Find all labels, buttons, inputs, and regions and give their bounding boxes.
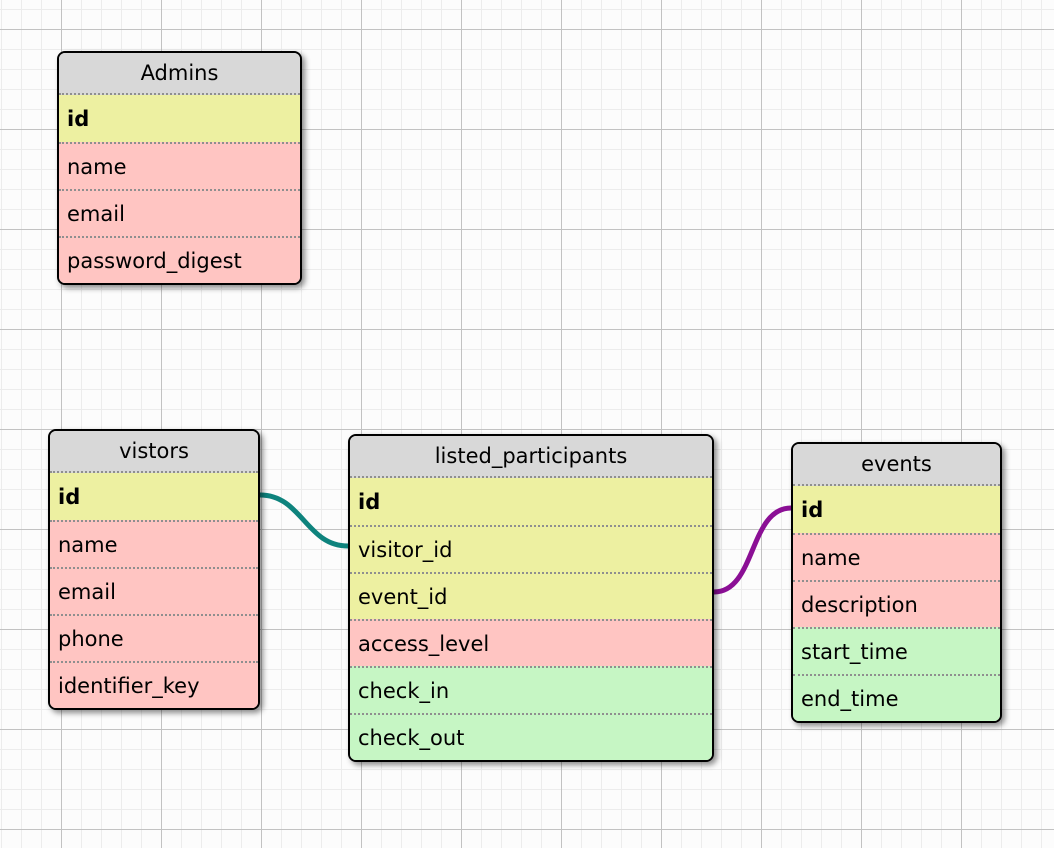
vistors-column-name[interactable]: name [50, 520, 258, 567]
column-label: start_time [801, 639, 908, 664]
events-column-name[interactable]: name [793, 533, 1000, 580]
column-label: id [358, 489, 381, 514]
admins-column-password-digest[interactable]: password_digest [59, 236, 300, 283]
events-column-end-time[interactable]: end_time [793, 674, 1000, 721]
table-events-header[interactable]: events [793, 444, 1000, 486]
listed-participants-column-access-level[interactable]: access_level [350, 619, 712, 666]
listed-participants-column-id[interactable]: id [350, 478, 712, 525]
column-label: access_level [358, 631, 490, 656]
table-admins-header[interactable]: Admins [59, 53, 300, 95]
table-listed-participants-title: listed_participants [434, 444, 628, 468]
table-admins-title: Admins [140, 61, 219, 85]
table-admins[interactable]: Admins id name email password_digest [57, 51, 302, 285]
column-label: id [67, 106, 90, 131]
vistors-column-id[interactable]: id [50, 473, 258, 520]
column-label: check_in [358, 678, 450, 703]
admins-column-email[interactable]: email [59, 189, 300, 236]
events-column-id[interactable]: id [793, 486, 1000, 533]
table-events-title: events [861, 452, 932, 476]
vistors-column-identifier-key[interactable]: identifier_key [50, 661, 258, 708]
column-label: email [67, 201, 125, 226]
admins-column-name[interactable]: name [59, 142, 300, 189]
column-label: name [801, 545, 861, 570]
table-listed-participants[interactable]: listed_participants id visitor_id event_… [348, 434, 714, 762]
listed-participants-column-event-id[interactable]: event_id [350, 572, 712, 619]
vistors-column-phone[interactable]: phone [50, 614, 258, 661]
column-label: event_id [358, 584, 448, 609]
column-label: identifier_key [58, 673, 200, 698]
column-label: visitor_id [358, 537, 453, 562]
column-label: name [58, 532, 118, 557]
listed-participants-column-check-in[interactable]: check_in [350, 666, 712, 713]
table-events[interactable]: events id name description start_time en… [791, 442, 1002, 723]
table-listed-participants-header[interactable]: listed_participants [350, 436, 712, 478]
listed-participants-column-visitor-id[interactable]: visitor_id [350, 525, 712, 572]
table-vistors-header[interactable]: vistors [50, 431, 258, 473]
column-label: phone [58, 626, 124, 651]
events-column-start-time[interactable]: start_time [793, 627, 1000, 674]
column-label: email [58, 579, 116, 604]
listed-participants-column-check-out[interactable]: check_out [350, 713, 712, 760]
column-label: check_out [358, 725, 465, 750]
relationship-vistors-to-listed-participants[interactable] [257, 492, 351, 549]
column-label: name [67, 154, 127, 179]
relationship-listed-participants-to-events[interactable] [711, 505, 794, 595]
table-vistors-title: vistors [119, 439, 189, 463]
column-label: id [801, 497, 824, 522]
column-label: end_time [801, 686, 899, 711]
admins-column-id[interactable]: id [59, 95, 300, 142]
column-label: description [801, 592, 918, 617]
vistors-column-email[interactable]: email [50, 567, 258, 614]
events-column-description[interactable]: description [793, 580, 1000, 627]
column-label: id [58, 484, 81, 509]
column-label: password_digest [67, 248, 242, 273]
table-vistors[interactable]: vistors id name email phone identifier_k… [48, 429, 260, 710]
